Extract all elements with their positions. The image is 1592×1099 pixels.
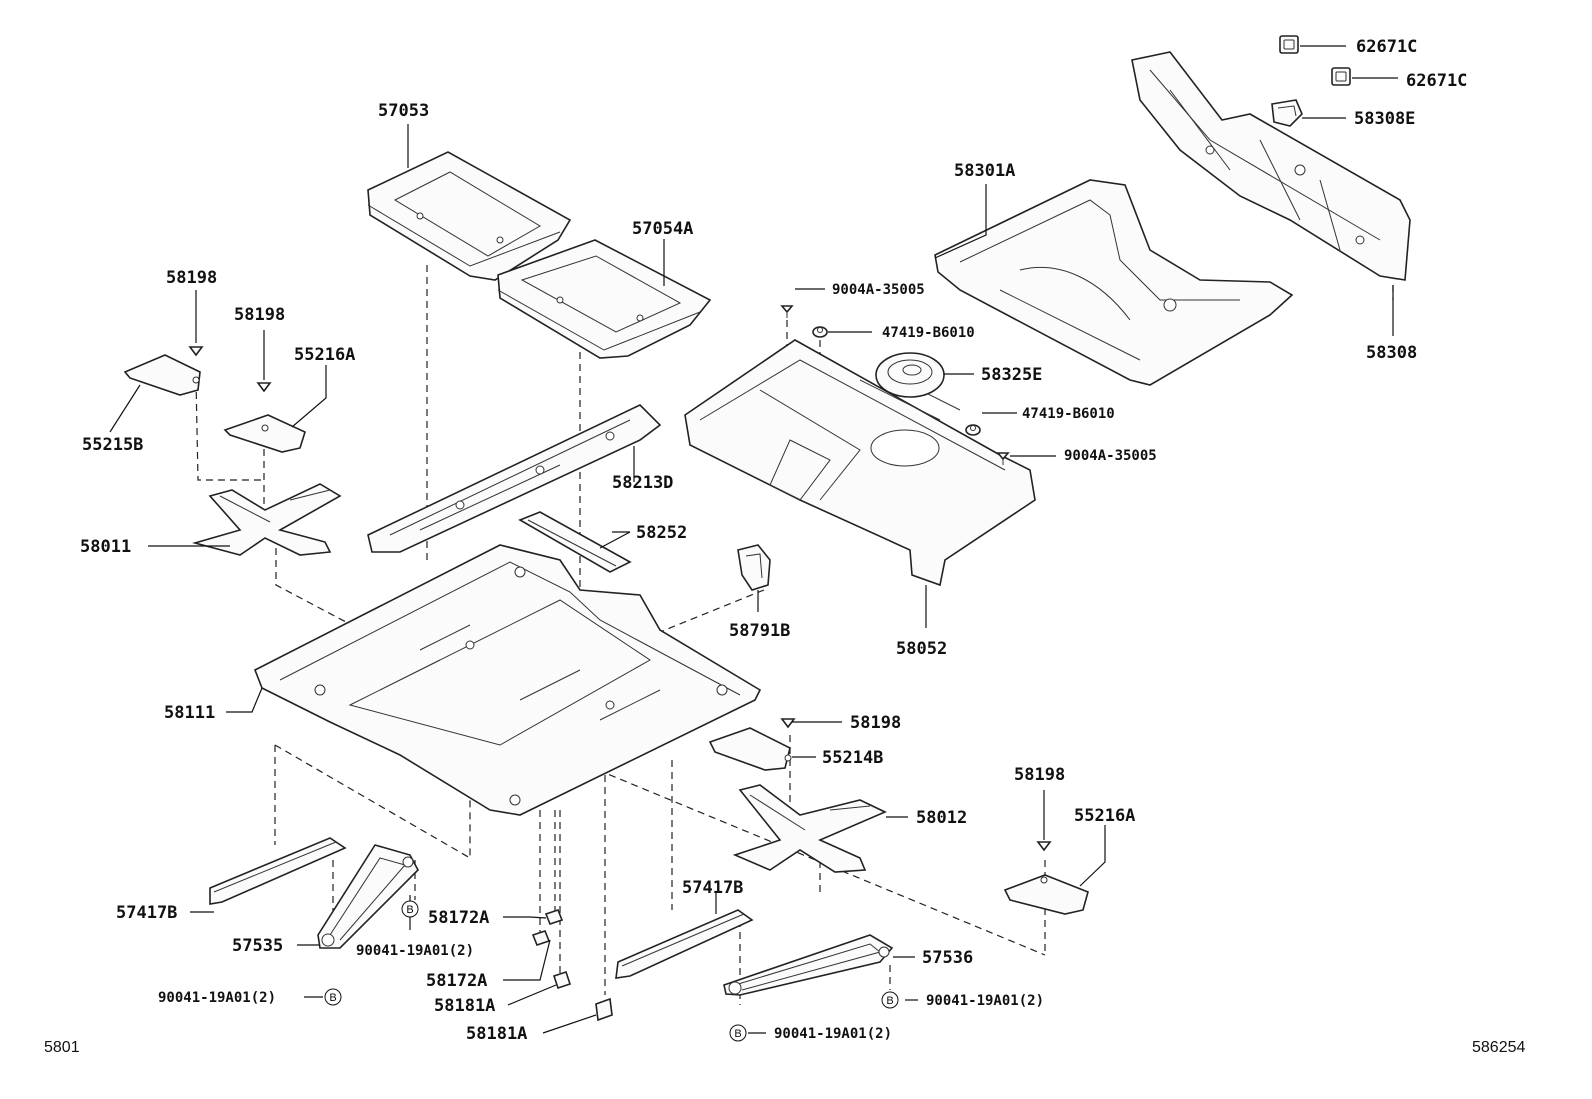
rail-57417b-right	[615, 909, 754, 979]
label-58301a[interactable]: 58301A	[954, 161, 1015, 181]
label-55215b[interactable]: 55215B	[82, 435, 143, 455]
label-47419-top[interactable]: 47419-B6010	[882, 325, 975, 341]
label-57054a[interactable]: 57054A	[632, 219, 693, 239]
clip-58198-a	[188, 346, 204, 357]
label-58198-b[interactable]: 58198	[234, 305, 285, 325]
bracket-58791b	[737, 544, 771, 591]
svg-text:B: B	[329, 992, 336, 1004]
grommet-47419-top	[812, 326, 828, 338]
front-floor-pan-58111	[253, 544, 762, 816]
footer-right-code: 586254	[1472, 1039, 1525, 1056]
label-57417b-left[interactable]: 57417B	[116, 903, 177, 923]
label-58181a-top[interactable]: 58181A	[434, 996, 495, 1016]
footer-left-code: 5801	[44, 1039, 80, 1056]
label-58325e[interactable]: 58325E	[981, 365, 1042, 385]
label-9004a-bottom[interactable]: 9004A-35005	[1064, 448, 1157, 464]
svg-text:B: B	[886, 995, 893, 1007]
label-58012[interactable]: 58012	[916, 808, 967, 828]
label-57536[interactable]: 57536	[922, 948, 973, 968]
rear-floor-58052	[684, 339, 1036, 587]
seat-frame-57054a	[497, 239, 712, 359]
label-58308[interactable]: 58308	[1366, 343, 1417, 363]
brace-57536	[723, 934, 894, 996]
label-57417b-right[interactable]: 57417B	[682, 878, 743, 898]
pad-55214b	[708, 727, 792, 771]
label-58011[interactable]: 58011	[80, 537, 131, 557]
label-58308e[interactable]: 58308E	[1354, 109, 1415, 129]
label-58181a-bottom[interactable]: 58181A	[466, 1024, 527, 1044]
spare-tire-pan-58325e	[875, 352, 945, 398]
seat-frame-57053	[367, 151, 572, 281]
bolt-marker-right-upper: B	[881, 991, 899, 1009]
label-90041-left-lower[interactable]: 90041-19A01(2)	[158, 990, 276, 1006]
label-62671c-top[interactable]: 62671C	[1356, 37, 1417, 57]
label-55216a-bottom[interactable]: 55216A	[1074, 806, 1135, 826]
clip-58198-d	[1036, 841, 1052, 852]
plug-62671c-bottom	[1331, 67, 1351, 86]
bracket-58181a-a	[552, 970, 572, 990]
label-58111[interactable]: 58111	[164, 703, 215, 723]
rear-crossmember-58308	[1131, 51, 1411, 281]
label-62671c-bottom[interactable]: 62671C	[1406, 71, 1467, 91]
rail-57417b-left	[209, 837, 347, 905]
bolt-marker-left-upper: B	[401, 900, 419, 918]
label-57053[interactable]: 57053	[378, 101, 429, 121]
rear-floor-pan-58301a	[934, 179, 1294, 386]
svg-text:B: B	[406, 904, 413, 916]
label-58198-a[interactable]: 58198	[166, 268, 217, 288]
bolt-marker-right-lower: B	[729, 1024, 747, 1042]
label-58252[interactable]: 58252	[636, 523, 687, 543]
label-57535[interactable]: 57535	[232, 936, 283, 956]
label-9004a-top[interactable]: 9004A-35005	[832, 282, 925, 298]
clip-58198-b	[256, 382, 272, 393]
brace-57535	[317, 844, 419, 949]
pad-55215b	[123, 354, 201, 396]
label-47419-bottom[interactable]: 47419-B6010	[1022, 406, 1115, 422]
label-58198-c[interactable]: 58198	[850, 713, 901, 733]
svg-text:B: B	[734, 1028, 741, 1040]
side-member-58011	[192, 483, 342, 556]
label-90041-right-lower[interactable]: 90041-19A01(2)	[774, 1026, 892, 1042]
plug-62671c-top	[1279, 35, 1299, 54]
bolt-marker-left-lower: B	[324, 988, 342, 1006]
label-58172a-top[interactable]: 58172A	[428, 908, 489, 928]
grommet-47419-bottom	[965, 424, 981, 436]
tunnel-reinforcement-58213d	[367, 404, 662, 553]
strip-58252	[518, 511, 632, 573]
side-member-58012	[732, 784, 887, 873]
plate-58172a-b	[531, 930, 551, 946]
bracket-58181a-b	[595, 997, 613, 1022]
label-58791b[interactable]: 58791B	[729, 621, 790, 641]
plate-58172a-a	[544, 909, 564, 925]
label-58198-d[interactable]: 58198	[1014, 765, 1065, 785]
label-58172a-bottom[interactable]: 58172A	[426, 971, 487, 991]
clip-9004a-top	[780, 305, 794, 318]
label-55214b[interactable]: 55214B	[822, 748, 883, 768]
label-58213d[interactable]: 58213D	[612, 473, 673, 493]
label-58052[interactable]: 58052	[896, 639, 947, 659]
label-90041-left-upper[interactable]: 90041-19A01(2)	[356, 943, 474, 959]
pad-55216a-top	[223, 414, 306, 453]
clip-58198-c	[780, 718, 796, 729]
pad-55216a-bottom	[1003, 874, 1089, 915]
clip-9004a-bottom	[996, 452, 1010, 465]
bracket-58308e	[1271, 99, 1303, 127]
label-55216a-top[interactable]: 55216A	[294, 345, 355, 365]
label-90041-right-upper[interactable]: 90041-19A01(2)	[926, 993, 1044, 1009]
